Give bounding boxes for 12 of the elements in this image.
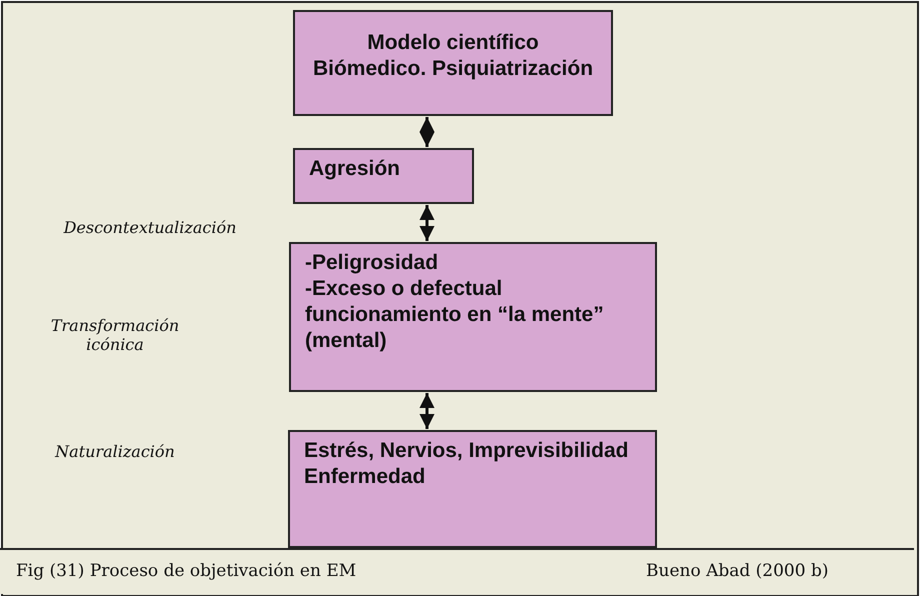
process-box: Modelo científico Biómedico. Psiquiatrización bbox=[293, 10, 613, 116]
process-box: -Peligrosidad -Exceso o defectual funcionamiento en “la mente” (mental) bbox=[289, 242, 657, 392]
stage-label: Transformación icónica bbox=[50, 316, 180, 354]
double-arrow bbox=[420, 393, 434, 429]
double-arrow bbox=[420, 117, 434, 147]
figure-caption: Fig (31) Proceso de objetivación en EM bbox=[16, 561, 356, 581]
double-arrow bbox=[420, 205, 434, 241]
stage-label: Naturalización bbox=[54, 442, 176, 461]
process-box: Agresión bbox=[293, 148, 474, 204]
source-note: Bueno Abad (2000 b) bbox=[646, 561, 828, 581]
stage-label: Descontextualización bbox=[62, 218, 238, 237]
process-box: Estrés, Nervios, Imprevisibilidad Enfermedad bbox=[288, 430, 657, 548]
